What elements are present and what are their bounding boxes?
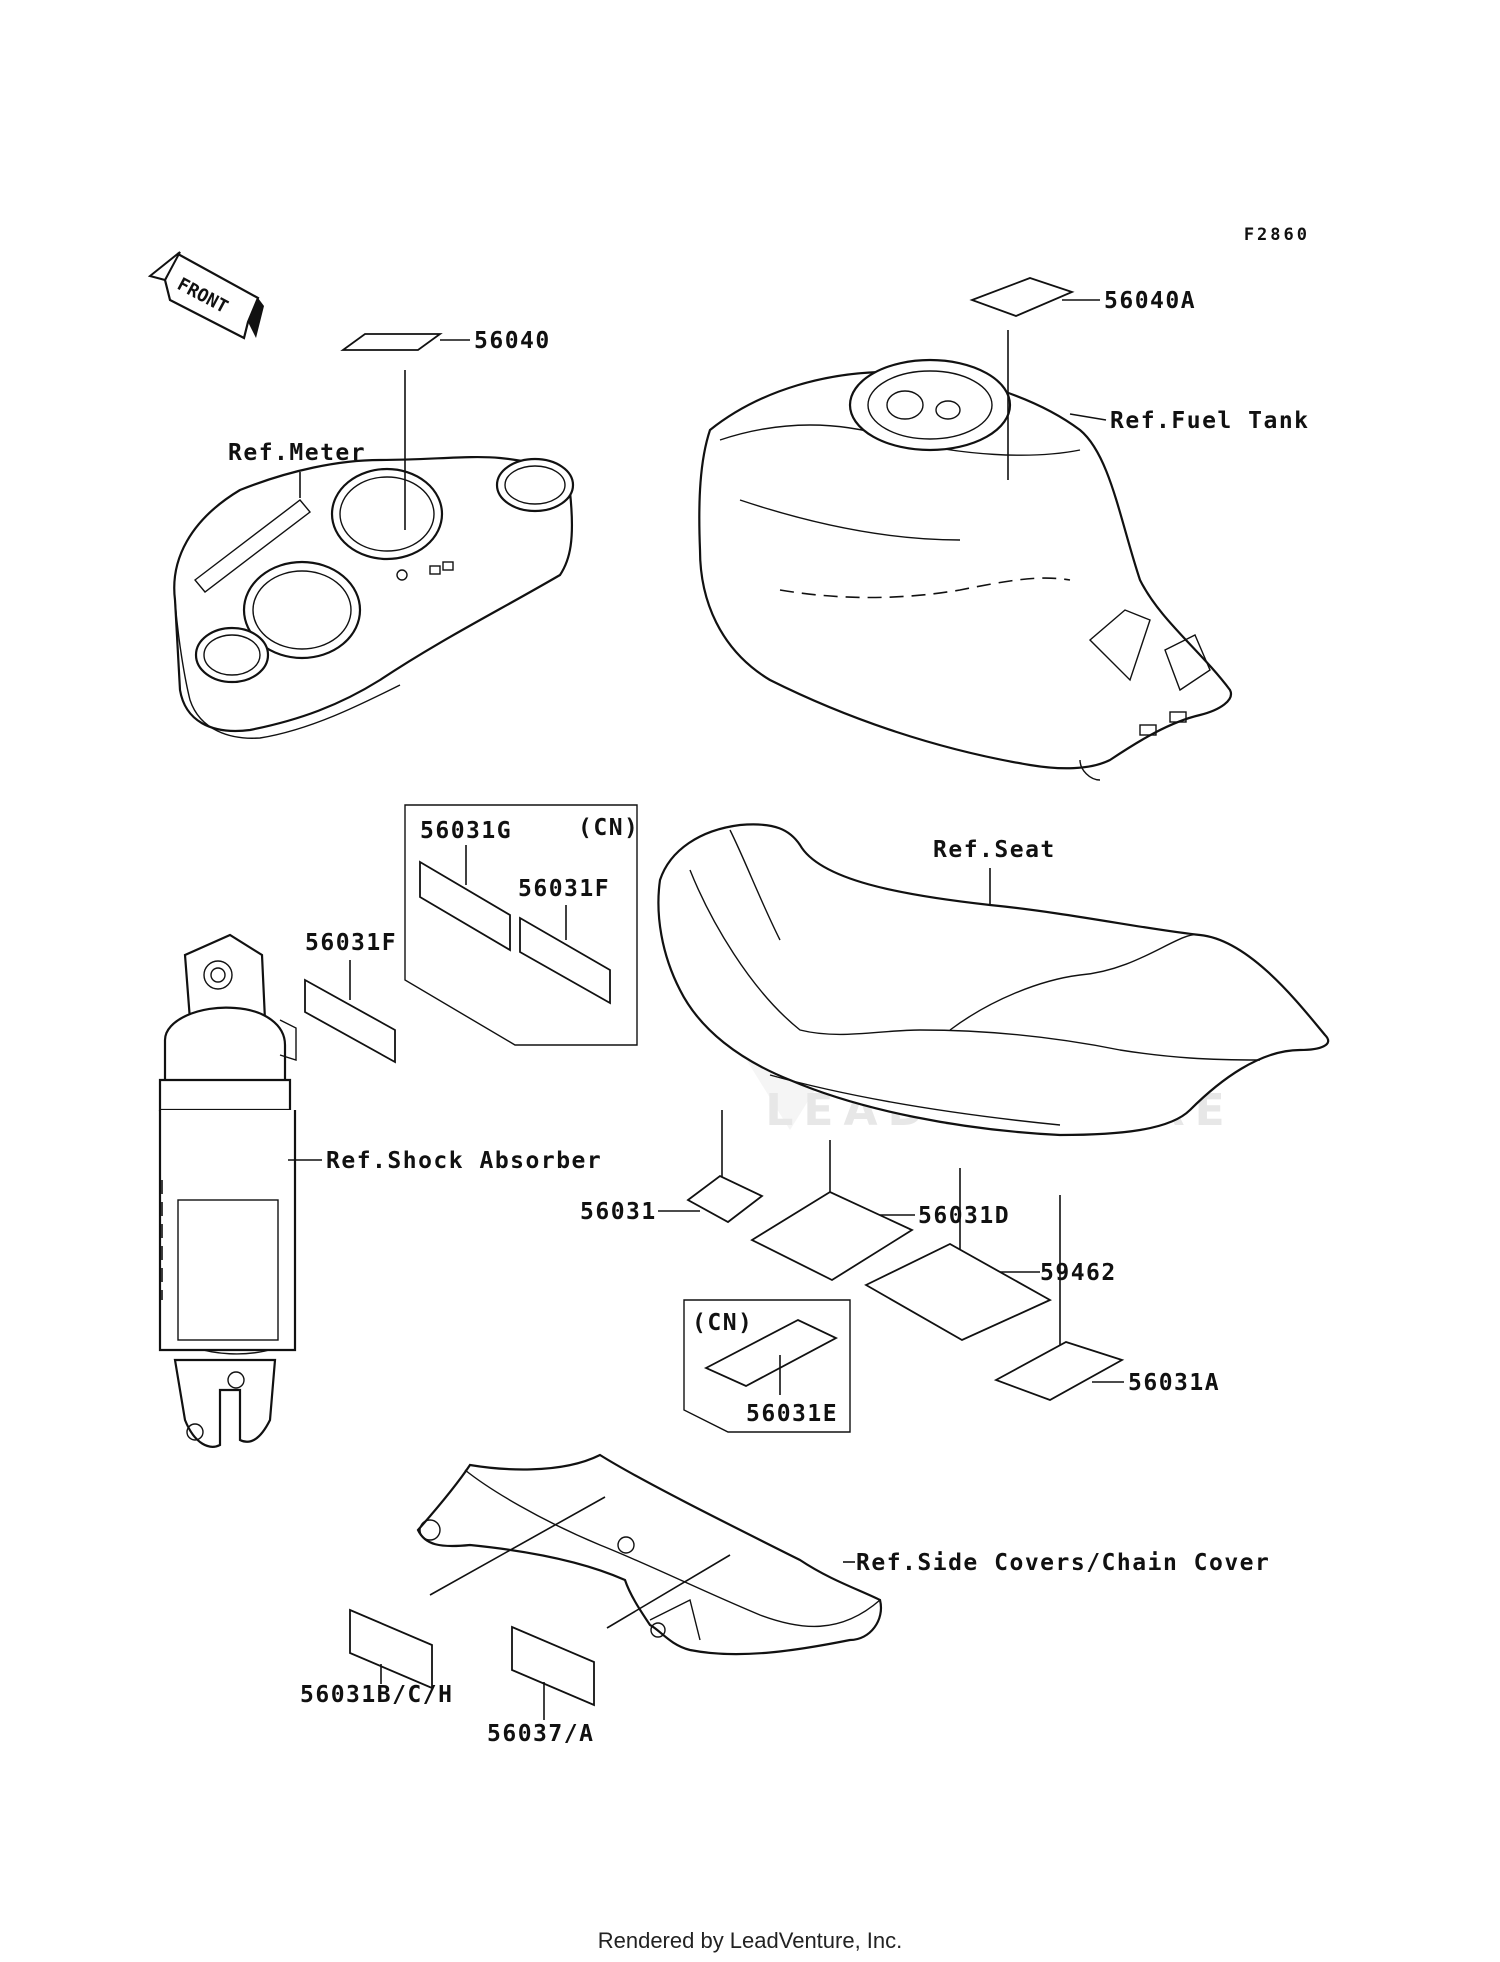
cn-box-lower <box>683 1299 851 1433</box>
decal-56037-A <box>511 1625 595 1707</box>
decal-56031B-C-H <box>349 1608 433 1690</box>
part-56040A: 56040A <box>1104 288 1196 314</box>
part-56031: 56031 <box>580 1199 657 1225</box>
ref-fuel-tank: Ref.Fuel Tank <box>1110 408 1310 434</box>
decal-56031 <box>686 1174 764 1224</box>
cn-box-top <box>404 804 638 1046</box>
part-56037-A: 56037/A <box>487 1721 594 1747</box>
cn-label-top: (CN) <box>578 815 639 841</box>
decal-56031G <box>419 860 511 952</box>
part-56031G: 56031G <box>420 818 512 844</box>
front-arrow-icon: FRONT <box>147 251 264 340</box>
decal-56031D <box>750 1190 914 1282</box>
decal-56040A <box>969 277 1075 317</box>
part-59462: 59462 <box>1040 1260 1117 1286</box>
ref-side-covers-chain-cover: Ref.Side Covers/Chain Cover <box>856 1550 1270 1576</box>
decal-56031A <box>993 1341 1125 1401</box>
figure-code: F2860 <box>1244 225 1310 245</box>
part-56031D: 56031D <box>918 1203 1010 1229</box>
part-56031F: 56031F <box>305 930 397 956</box>
footer-credit: Rendered by LeadVenture, Inc. <box>597 1928 903 1953</box>
part-56031E: 56031E <box>746 1401 838 1427</box>
part-56031B-C-H: 56031B/C/H <box>300 1682 453 1708</box>
shock-absorber-illustration <box>158 933 297 1448</box>
fuel-tank-illustration <box>698 358 1233 781</box>
part-56040: 56040 <box>474 328 551 354</box>
chain-cover-illustration <box>416 1453 883 1656</box>
meter-illustration <box>173 455 575 739</box>
decal-59462 <box>864 1242 1052 1342</box>
ref-meter: Ref.Meter <box>228 440 366 466</box>
decal-56040 <box>340 333 443 351</box>
part-56031F-box: 56031F <box>518 876 610 902</box>
part-56031A: 56031A <box>1128 1370 1220 1396</box>
seat-illustration <box>657 823 1330 1137</box>
ref-seat: Ref.Seat <box>933 837 1056 863</box>
cn-label-lower: (CN) <box>692 1310 753 1336</box>
ref-shock-absorber: Ref.Shock Absorber <box>326 1148 602 1174</box>
decal-56031F <box>304 978 396 1064</box>
decal-56031E <box>703 1318 839 1388</box>
decal-56031F-box <box>519 916 611 1005</box>
